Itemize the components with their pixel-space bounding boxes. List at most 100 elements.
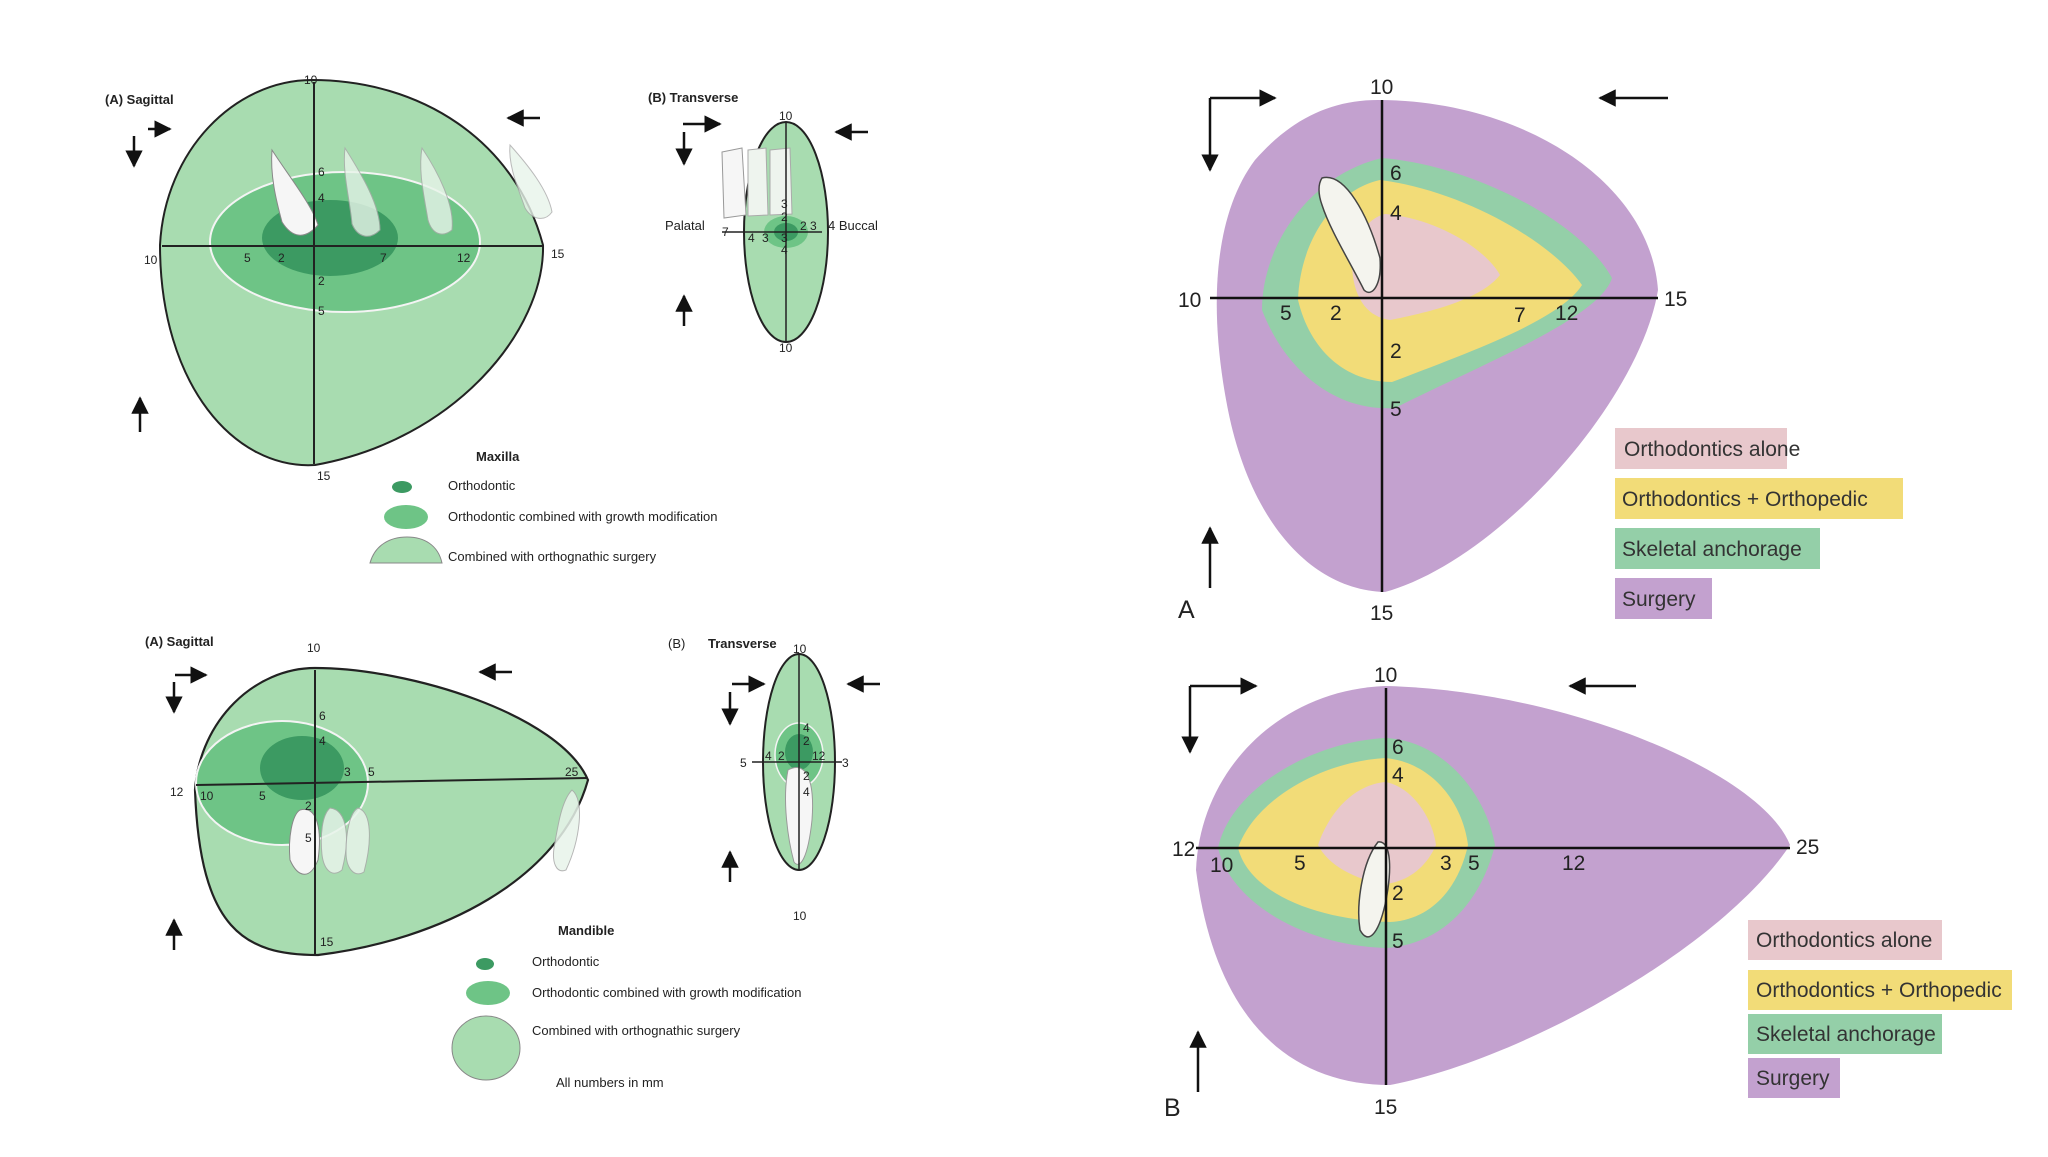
mandible-transverse-label-l2: 2 xyxy=(778,749,785,763)
label-v4-b: 4 xyxy=(1392,764,1404,787)
maxilla-transverse-label-4: 4 xyxy=(748,231,755,245)
maxilla-legend-title: Maxilla xyxy=(476,449,520,464)
maxilla-label-right: 15 xyxy=(551,247,565,261)
legend-swatch-orthopedic-a xyxy=(1615,478,1903,519)
mandible-transverse-label-bottom: 10 xyxy=(793,909,807,923)
maxilla-incisor-tooth xyxy=(271,148,319,236)
legend-item-growth: Orthodontic combined with growth modific… xyxy=(448,509,718,524)
maxilla-label-h2: 2 xyxy=(278,251,285,265)
legend-item-surgery: Combined with orthognathic surgery xyxy=(448,549,657,564)
right-diagram-a: 10 10 15 15 6 4 2 5 5 2 7 12 A Orthodont… xyxy=(1178,76,1903,625)
label-h2-a: 2 xyxy=(1330,302,1342,325)
mandible-label-v5: 5 xyxy=(305,831,312,845)
label-top-a: 10 xyxy=(1370,76,1393,99)
mandible-label-v2: 2 xyxy=(305,799,312,813)
label-left10-b: 10 xyxy=(1210,854,1233,877)
label-h3-b: 3 xyxy=(1440,852,1452,875)
maxilla-transverse-label-2: 2 xyxy=(781,210,788,224)
mandible-transverse-label-r3: 3 xyxy=(842,756,849,770)
label-bottom-a: 15 xyxy=(1370,602,1393,625)
legend-orthopedic-b: Orthodontics + Orthopedic xyxy=(1756,979,2002,1002)
maxilla-molar-tooth-3 xyxy=(509,143,553,219)
mandible-label-left10: 10 xyxy=(200,789,214,803)
mandible-sagittal-title: (A) Sagittal xyxy=(145,634,214,649)
label-h5-a: 5 xyxy=(1280,302,1292,325)
mandible-transverse-label-r12: 12 xyxy=(812,749,826,763)
maxilla-label-v6: 6 xyxy=(318,165,325,179)
mandible-distal-tooth xyxy=(553,789,581,872)
label-left-a: 10 xyxy=(1178,289,1201,312)
mandible-label-right: 25 xyxy=(565,765,579,779)
legend-swatch-orthodontics-alone-b xyxy=(1748,920,1942,960)
legend-item-surgery-2: Combined with orthognathic surgery xyxy=(532,1023,741,1038)
mandible-transverse-label-b2: 2 xyxy=(803,769,810,783)
legend-skeletal-b: Skeletal anchorage xyxy=(1756,1023,1936,1046)
legend-swatch-surgery xyxy=(369,536,443,564)
maxilla-transverse-label-c3: 3 xyxy=(781,231,788,245)
legend-item-growth-2: Orthodontic combined with growth modific… xyxy=(532,985,802,1000)
mandible-label-left12: 12 xyxy=(170,785,184,799)
maxilla-label-bottom: 15 xyxy=(317,469,331,483)
maxilla-transverse-label-23: 2 3 xyxy=(800,219,817,233)
maxilla-molar-tooth xyxy=(343,146,381,237)
legend-swatch-orthodontic-2 xyxy=(476,958,494,970)
zone-orthodontics-alone-a xyxy=(1352,214,1500,320)
label-h12-a: 12 xyxy=(1555,302,1578,325)
label-h5-b: 5 xyxy=(1294,852,1306,875)
mandible-molar-tooth xyxy=(345,807,370,875)
legend-swatch-surgery-b xyxy=(1748,1058,1840,1098)
mandible-transverse-letter: (B) xyxy=(668,636,685,651)
label-v6-a: 6 xyxy=(1390,162,1402,185)
mandible-transverse-label-top: 10 xyxy=(793,642,807,656)
maxilla-diagram: (A) Sagittal 10 10 15 15 6 4 2 5 5 2 7 1… xyxy=(105,73,878,564)
legend-orthodontics-alone-b: Orthodontics alone xyxy=(1756,929,1932,952)
maxilla-label-v5: 5 xyxy=(318,304,325,318)
legend-surgery-b: Surgery xyxy=(1756,1067,1830,1090)
buccal-label: 4 Buccal xyxy=(828,218,878,233)
legend-swatch-orthodontics-alone-a xyxy=(1615,428,1787,469)
mandible-footnote: All numbers in mm xyxy=(556,1075,664,1090)
maxilla-label-top: 10 xyxy=(304,73,318,87)
label-right-a: 15 xyxy=(1664,288,1687,311)
mandible-transverse-label-l5: 5 xyxy=(740,756,747,770)
tooth-a xyxy=(1318,176,1381,293)
maxilla-transverse-tooth xyxy=(721,147,747,219)
label-left12-b: 12 xyxy=(1172,838,1195,861)
label-right-b: 25 xyxy=(1796,836,1819,859)
mandible-diagram: (A) Sagittal 10 12 10 25 15 6 4 2 5 5 3 … xyxy=(145,634,880,1090)
legend-swatch-orthodontic xyxy=(392,481,412,493)
mandible-label-bottom: 15 xyxy=(320,935,334,949)
legend-orthodontics-alone-a: Orthodontics alone xyxy=(1624,438,1800,461)
maxilla-sagittal-title: (A) Sagittal xyxy=(105,92,174,107)
mandible-label-h5r: 5 xyxy=(368,765,375,779)
mandible-incisor-tooth xyxy=(289,808,320,875)
label-v2-a: 2 xyxy=(1390,340,1402,363)
label-v5-b: 5 xyxy=(1392,930,1404,953)
mandible-label-top: 10 xyxy=(307,641,321,655)
mandible-label-h3: 3 xyxy=(344,765,351,779)
right-diagram-b: 10 12 10 25 15 6 4 2 5 5 3 5 12 B Orthod… xyxy=(1164,664,2012,1122)
legend-swatch-skeletal-b xyxy=(1748,1014,1942,1054)
mandible-transverse-label-t4: 4 xyxy=(803,721,810,735)
mandible-transverse-label-t2: 2 xyxy=(803,734,810,748)
maxilla-label-v4: 4 xyxy=(318,191,325,205)
panel-letter-a: A xyxy=(1178,596,1195,624)
mandible-transverse-label-l4: 4 xyxy=(765,749,772,763)
label-h12-b: 12 xyxy=(1562,852,1585,875)
mandible-label-h5: 5 xyxy=(259,789,266,803)
legend-swatch-growth-2 xyxy=(466,981,510,1005)
maxilla-transverse-label-c4: 4 xyxy=(781,243,788,257)
maxilla-label-v2: 2 xyxy=(318,274,325,288)
label-v6-b: 6 xyxy=(1392,736,1404,759)
mandible-label-v4: 4 xyxy=(319,734,326,748)
label-bottom-b: 15 xyxy=(1374,1096,1397,1119)
maxilla-transverse-label-top: 10 xyxy=(779,109,793,123)
zone-orthodontics-alone-b xyxy=(1318,782,1436,884)
label-h5r-b: 5 xyxy=(1468,852,1480,875)
maxilla-transverse-label-3b: 3 xyxy=(762,231,769,245)
legend-swatch-surgery-2 xyxy=(451,1015,521,1081)
mandible-canine-tooth xyxy=(320,807,347,874)
label-v2-b: 2 xyxy=(1392,882,1404,905)
legend-swatch-skeletal-a xyxy=(1615,528,1820,569)
